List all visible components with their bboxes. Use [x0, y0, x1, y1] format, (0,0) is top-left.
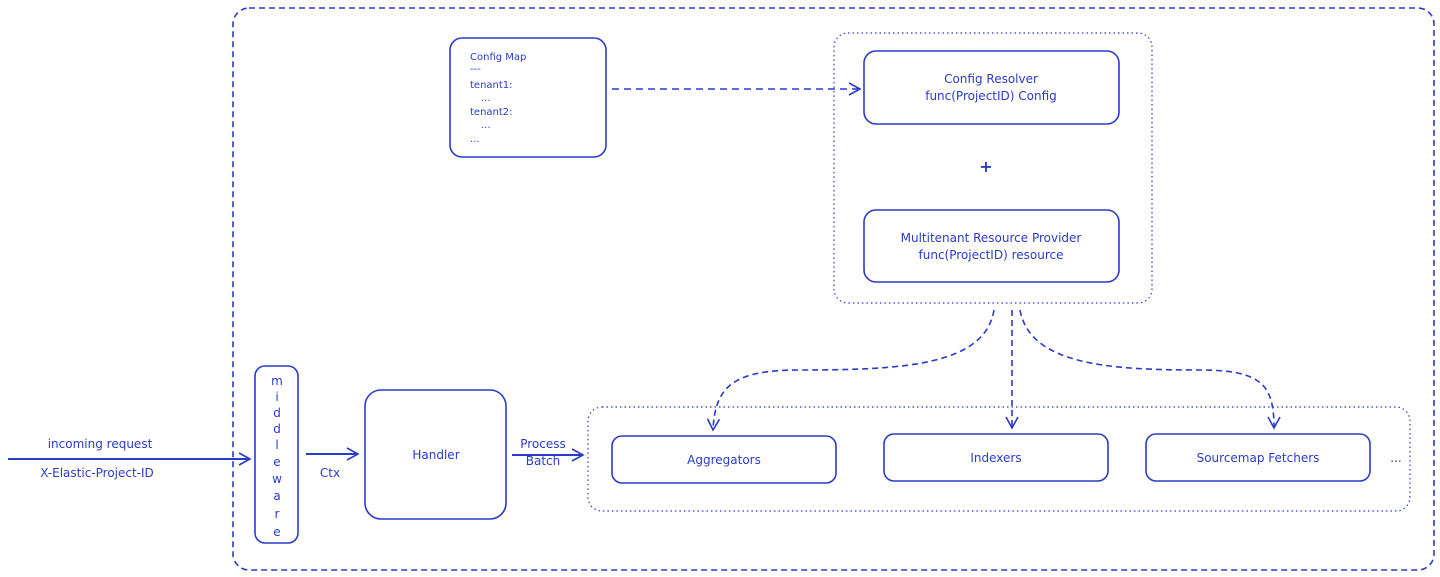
config-map-line: ...: [481, 93, 491, 104]
ctx-label: Ctx: [320, 466, 340, 480]
provider-to-aggregators-arrow: [706, 309, 995, 432]
config-resolver-signature: func(ProjectID) Config: [925, 89, 1057, 103]
middleware-letter: e: [273, 455, 280, 469]
config-resolver-title: Config Resolver: [944, 72, 1038, 86]
config-map-line: tenant1:: [470, 80, 513, 91]
provider-to-sourcemap-arrow: [1019, 309, 1281, 430]
process-batch-label-line1: Process: [520, 437, 566, 451]
config-map-box: Config Map --- tenant1: ... tenant2: ...…: [449, 37, 607, 158]
resource-provider-title: Multitenant Resource Provider: [901, 231, 1082, 245]
config-map-line: ...: [481, 120, 491, 131]
config-map-line: ...: [470, 134, 480, 145]
consumers-group: [587, 406, 1411, 512]
indexers-label: Indexers: [970, 451, 1021, 465]
middleware-letter: l: [275, 438, 278, 452]
config-resolver-box: Config Resolver func(ProjectID) Config: [863, 50, 1120, 125]
middleware-letter: a: [273, 489, 280, 503]
indexers-box: Indexers: [883, 433, 1109, 482]
handler-label: Handler: [412, 448, 459, 462]
middleware-letter: i: [275, 390, 278, 404]
middleware-letter: d: [273, 406, 281, 420]
middleware-letter: d: [273, 422, 281, 436]
plus-sign: +: [979, 157, 992, 176]
sourcemap-fetchers-label: Sourcemap Fetchers: [1197, 451, 1320, 465]
config-map-line: Config Map: [470, 52, 526, 63]
config-map-line: ---: [470, 64, 481, 75]
process-batch-label-line2: Batch: [526, 454, 561, 468]
middleware-letter: e: [273, 525, 280, 539]
service-boundary: [232, 7, 1435, 571]
middleware-box: m i d d l e w a r e: [254, 365, 299, 544]
config-map-line: tenant2:: [470, 107, 513, 118]
aggregators-box: Aggregators: [611, 435, 837, 484]
handler-box: Handler: [364, 389, 507, 520]
aggregators-label: Aggregators: [687, 453, 761, 467]
resource-provider-box: Multitenant Resource Provider func(Proje…: [863, 209, 1120, 283]
project-id-header-label: X-Elastic-Project-ID: [40, 466, 154, 480]
middleware-letter: r: [275, 507, 280, 521]
more-consumers-ellipsis: ...: [1390, 451, 1401, 465]
sourcemap-fetchers-box: Sourcemap Fetchers: [1145, 433, 1371, 482]
middleware-letter: m: [271, 374, 283, 388]
incoming-request-label: incoming request: [48, 437, 153, 451]
middleware-letter: w: [272, 472, 282, 486]
tenant-provider-group: [833, 32, 1153, 304]
resource-provider-signature: func(ProjectID) resource: [919, 248, 1064, 262]
